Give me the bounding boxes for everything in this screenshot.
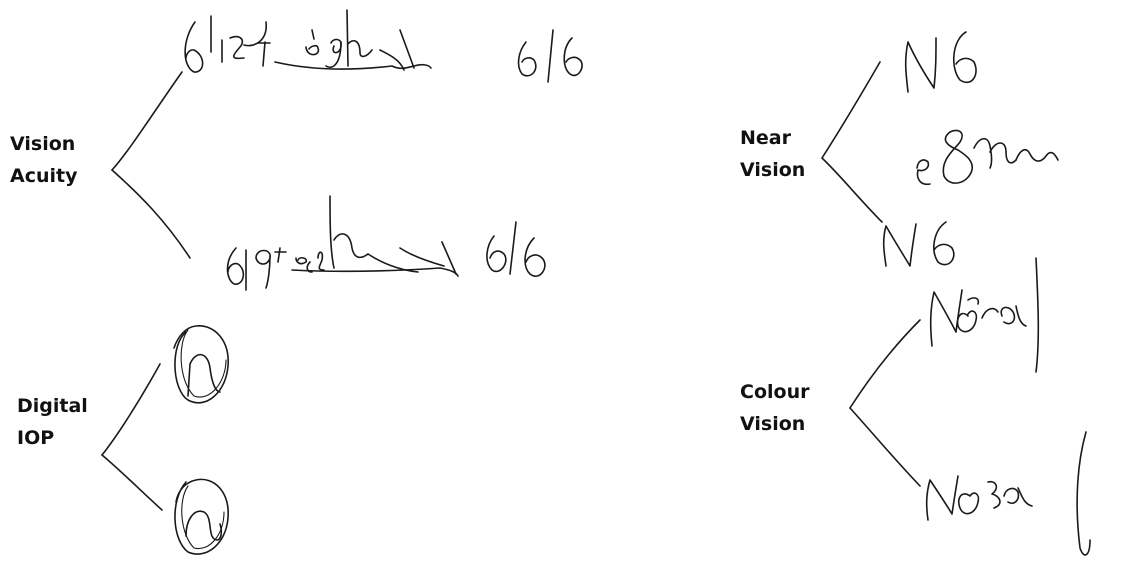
cv-right-handwriting	[929, 257, 1040, 373]
digital-iop-label-line2: IOP	[17, 427, 55, 449]
nv-left-handwriting	[882, 221, 955, 267]
colour-vision-label-line2: Vision	[740, 413, 806, 435]
digital-iop-label-line1: Digital	[17, 395, 88, 417]
colour-vision-label: Colour Vision	[740, 376, 809, 440]
iop-left-circle-n	[174, 478, 229, 555]
digital-iop-brackets	[101, 363, 163, 511]
near-vision-label-line2: Vision	[740, 159, 806, 181]
vision-acuity-brackets	[111, 71, 191, 259]
near-vision-label: Near Vision	[740, 122, 805, 186]
va-left-handwriting	[226, 195, 546, 291]
nv-right-handwriting	[904, 31, 977, 93]
iop-right-circle-n	[173, 325, 229, 404]
vision-acuity-label: Vision Acuity	[10, 128, 77, 192]
digital-iop-label: Digital IOP	[17, 390, 88, 454]
nv-glasses-handwriting	[916, 129, 1059, 186]
colour-vision-brackets	[849, 319, 921, 487]
near-vision-label-line1: Near	[740, 127, 791, 149]
cv-left-handwriting	[925, 431, 1091, 556]
near-vision-brackets	[821, 61, 883, 223]
va-right-handwriting	[184, 9, 583, 83]
vision-acuity-label-line1: Vision	[10, 133, 76, 155]
vision-acuity-label-line2: Acuity	[10, 165, 78, 187]
colour-vision-label-line1: Colour	[740, 381, 810, 403]
